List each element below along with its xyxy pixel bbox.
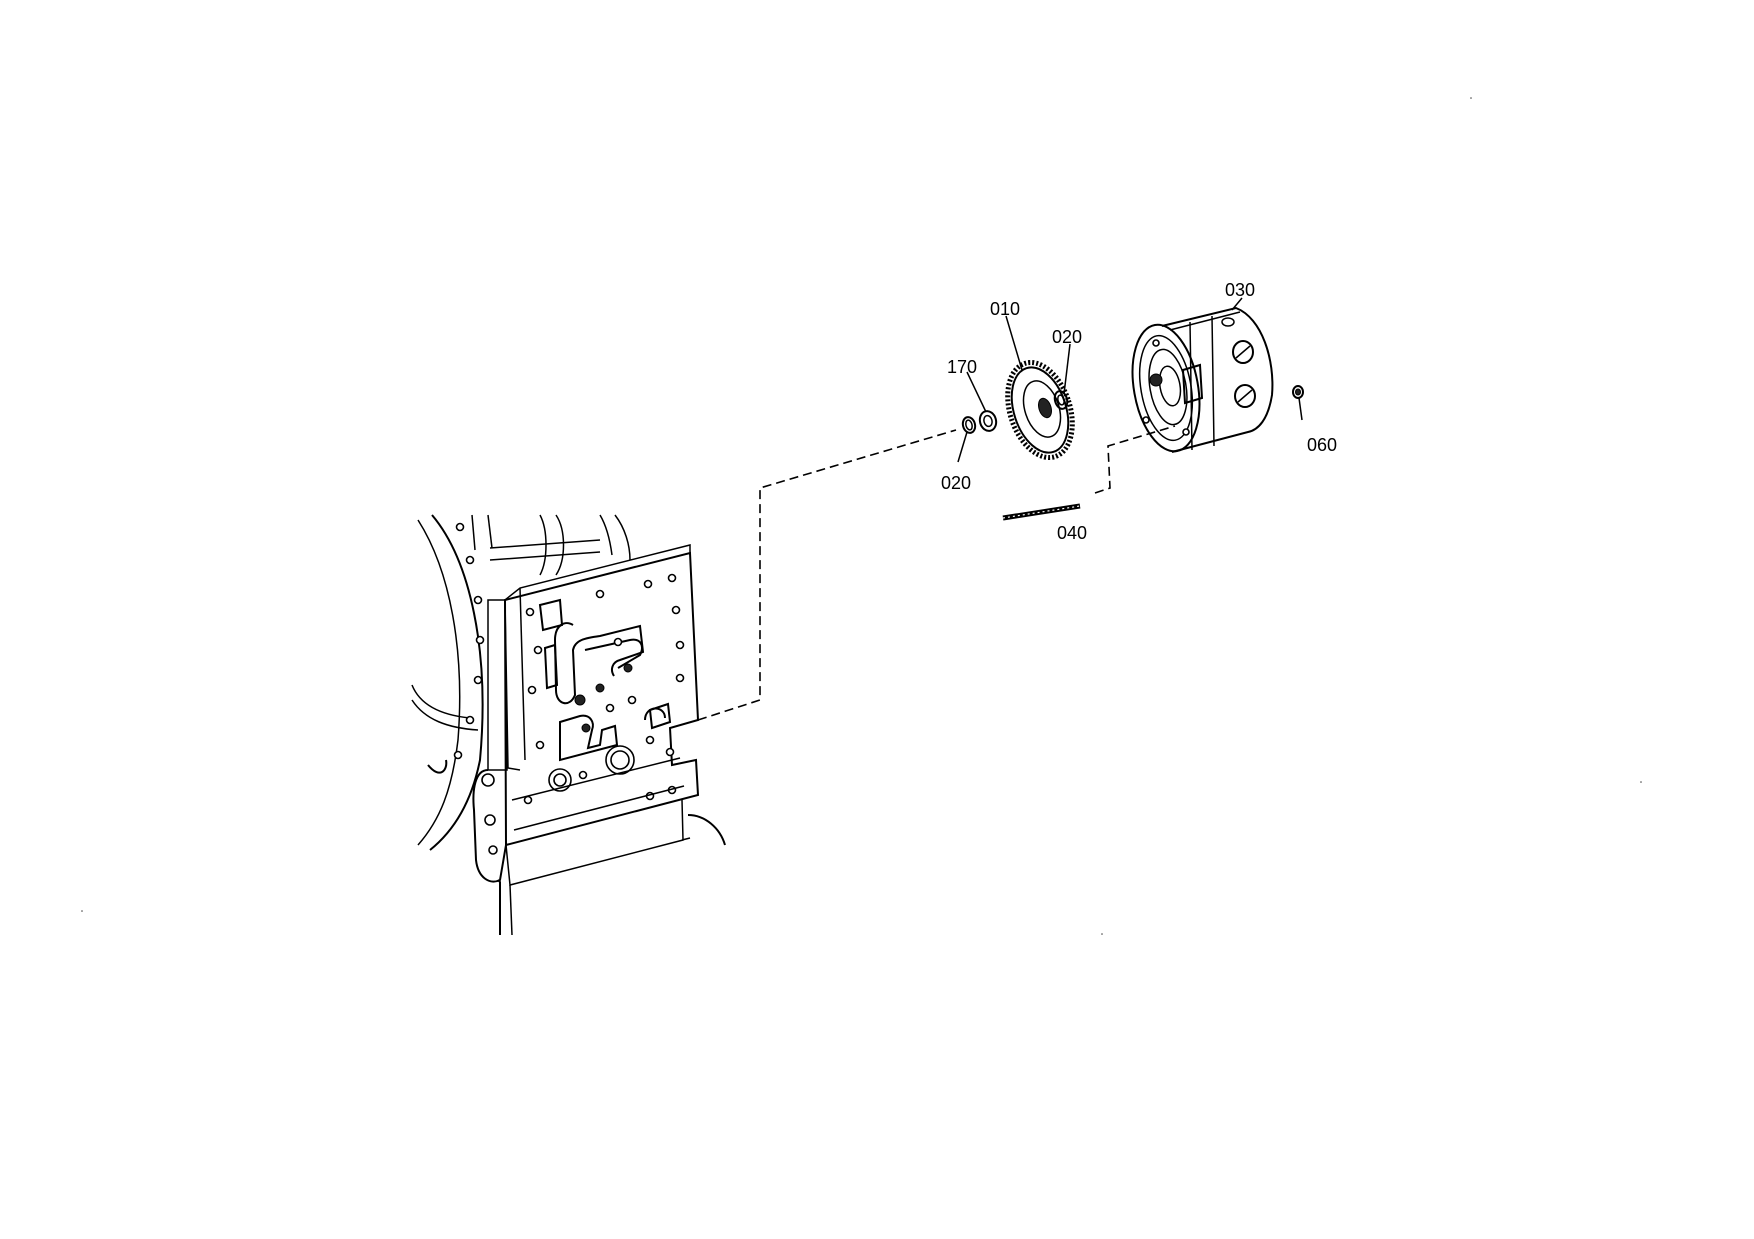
callout-040: 040 [1057,523,1087,543]
part-030-pump [1131,306,1274,453]
callout-170: 170 [947,357,977,377]
leader-lines [957,297,1303,463]
scan-speck [1101,933,1103,935]
assembly-path-line-pump [1094,425,1176,494]
scan-speck [81,910,83,912]
part-040-shaft [1002,503,1081,521]
callout-020-bottom: 020 [941,473,971,493]
callout-060: 060 [1307,435,1337,455]
part-170-washer [978,410,998,432]
scan-speck [1640,781,1642,783]
part-020-ring-upper [1053,390,1069,410]
assembly-path-line [697,429,957,721]
callout-030: 030 [1225,280,1255,300]
callout-010: 010 [990,299,1020,319]
housing-assembly [411,514,726,936]
part-060-plug [1292,385,1304,399]
part-020-ring-lower [961,416,977,434]
part-010-gear [1005,359,1075,461]
scan-speck [1470,97,1472,99]
callout-020-top: 020 [1052,327,1082,347]
